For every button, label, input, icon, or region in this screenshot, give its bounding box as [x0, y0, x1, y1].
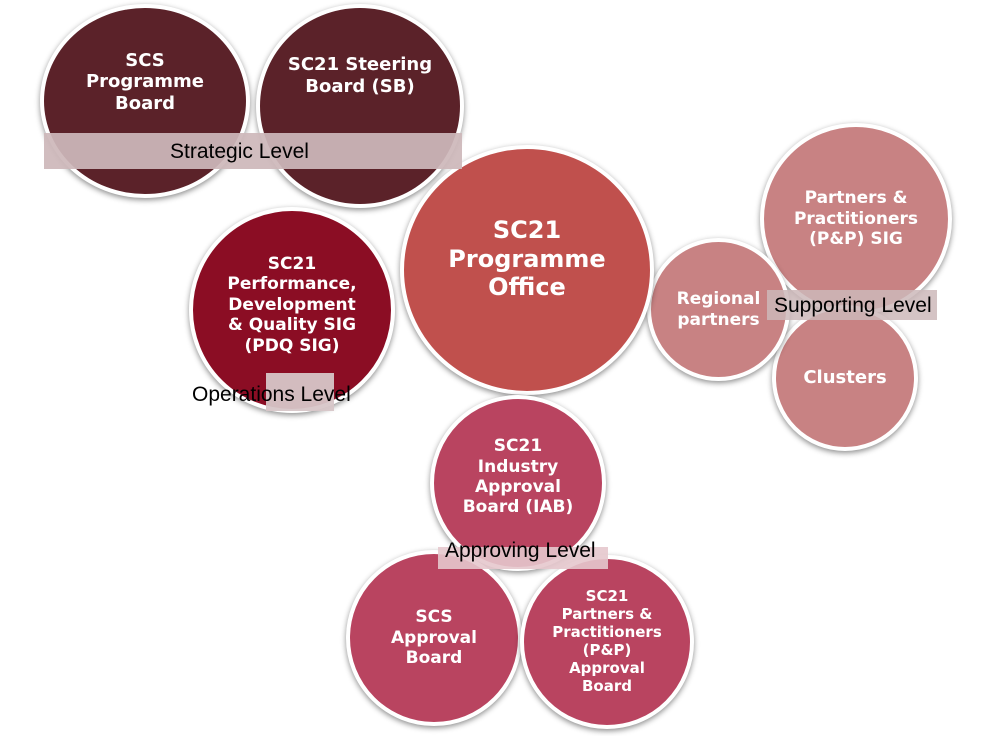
approving-level-label: Approving Level: [445, 539, 596, 562]
node-pdq-sig-label: SC21 Performance, Development & Quality …: [227, 254, 357, 356]
node-pp-sig-label: Partners & Practitioners (P&P) SIG: [793, 188, 919, 250]
node-sc21-steering-board: SC21 Steering Board (SB): [256, 4, 464, 208]
node-industry-approval-board-label: SC21 Industry Approval Board (IAB): [462, 436, 574, 518]
node-industry-approval-board: SC21 Industry Approval Board (IAB): [430, 395, 606, 571]
node-pp-approval-board: SC21 Partners & Practitioners (P&P) Appr…: [520, 555, 694, 729]
node-scs-approval-board: SCS Approval Board: [346, 550, 522, 726]
strategic-level-band: [44, 133, 462, 169]
supporting-level-band: [767, 290, 937, 320]
node-programme-office: SC21 Programme Office: [400, 145, 654, 395]
node-sc21-steering-board-label: SC21 Steering Board (SB): [287, 54, 433, 97]
node-clusters: Clusters: [772, 305, 918, 451]
node-programme-office-label: SC21 Programme Office: [448, 215, 606, 302]
node-clusters-label: Clusters: [803, 367, 887, 389]
operations-level-label: Operations Level: [192, 383, 351, 406]
operations-level-band: [266, 373, 334, 411]
node-pp-approval-board-label: SC21 Partners & Practitioners (P&P) Appr…: [552, 586, 662, 695]
approving-level-band: [438, 547, 608, 569]
node-regional-partners-label: Regional partners: [676, 289, 761, 330]
node-pp-sig: Partners & Practitioners (P&P) SIG: [760, 123, 952, 315]
strategic-level-label: Strategic Level: [170, 140, 309, 163]
node-regional-partners: Regional partners: [647, 238, 790, 381]
node-scs-approval-board-label: SCS Approval Board: [391, 607, 477, 669]
supporting-level-label: Supporting Level: [774, 294, 932, 317]
node-scs-programme-board-label: SCS Programme Board: [85, 49, 205, 114]
